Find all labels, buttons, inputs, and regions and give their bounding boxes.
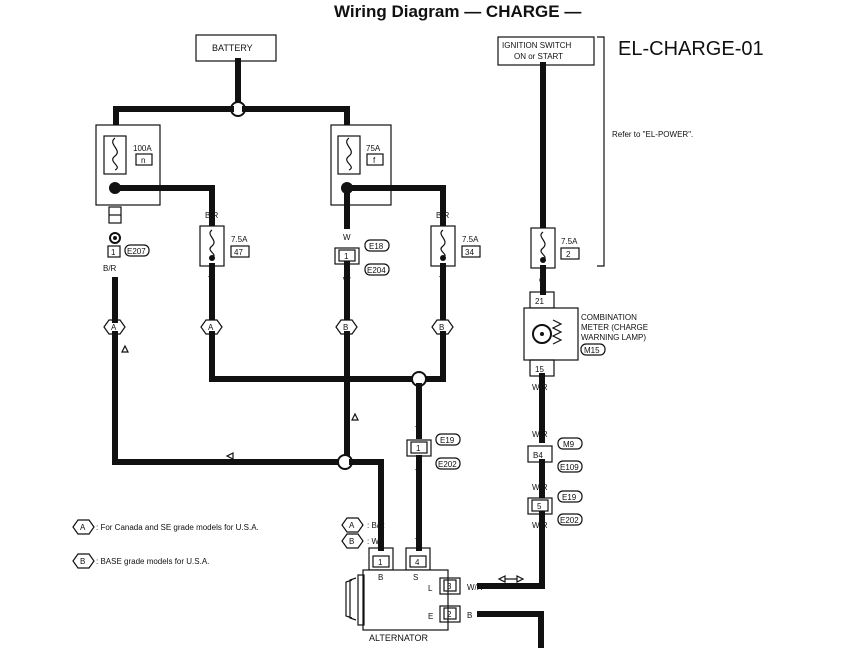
pin-e19-wr: 5 — [537, 502, 542, 511]
alt-term-l: L — [428, 584, 433, 593]
svg-text:A: A — [208, 323, 214, 332]
wire-wr-3: W/R — [532, 483, 548, 492]
svg-text:B: B — [349, 537, 354, 546]
svg-text:A: A — [349, 521, 355, 530]
svg-text:A: A — [111, 323, 117, 332]
meter-line2: METER (CHARGE — [581, 323, 648, 332]
fuse-34-amp: 7.5A — [462, 235, 479, 244]
marker-b-1: B — [335, 319, 358, 335]
fuse-47-id: 47 — [234, 248, 243, 257]
pin-alt-s: 4 — [415, 558, 420, 567]
wire-br-3: B/R — [436, 211, 450, 220]
conn-e202-1: E202 — [438, 460, 457, 469]
fuse-2-amp: 7.5A — [561, 237, 578, 246]
ignition-line1: IGNITION SWITCH — [502, 41, 572, 50]
wire-br-1: B/R — [103, 264, 117, 273]
conn-e202-2: E202 — [560, 516, 579, 525]
svg-text:A: A — [80, 523, 86, 532]
legend-wire-b: B : W — [341, 533, 379, 549]
conn-m9: M9 — [563, 440, 575, 449]
wire-br-2: B/R — [205, 211, 219, 220]
refer-power: Refer to "EL-POWER". — [612, 130, 693, 139]
svg-text:: BASE grade models for U.S.A.: : BASE grade models for U.S.A. — [96, 557, 209, 566]
wire-b-alt: B — [467, 611, 472, 620]
pin-b4: B4 — [533, 451, 543, 460]
conn-e109: E109 — [560, 463, 579, 472]
alt-term-b: B — [378, 573, 383, 582]
fuse-34-id: 34 — [465, 248, 474, 257]
marker-a-2: A — [200, 319, 223, 335]
pin-alt-l: 3 — [447, 582, 452, 591]
fuse-75a-id: f — [373, 156, 376, 165]
conn-e19-1: E19 — [440, 436, 455, 445]
marker-b-2: B — [431, 319, 454, 335]
ignition-line2: ON or START — [514, 52, 563, 61]
alternator-label: ALTERNATOR — [369, 633, 429, 643]
conn-e204: E204 — [367, 266, 386, 275]
svg-text:B: B — [343, 323, 348, 332]
svg-text:: W: : W — [367, 537, 379, 546]
conn-e18: E18 — [369, 242, 384, 251]
legend-a: A : For Canada and SE grade models for U… — [72, 519, 259, 535]
alt-term-s: S — [413, 573, 418, 582]
meter-line1: COMBINATION — [581, 313, 637, 322]
wire-y-3: Y — [415, 425, 421, 434]
alt-term-e: E — [428, 612, 433, 621]
wire-wr-alt: W/R — [467, 583, 483, 592]
pin-m21: 21 — [535, 297, 544, 306]
svg-text:B: B — [80, 557, 85, 566]
fuse-2-id: 2 — [566, 250, 571, 259]
legend-b: B : BASE grade models for U.S.A. — [72, 553, 209, 569]
conn-e19-2: E19 — [562, 493, 577, 502]
fuse-47-amp: 7.5A — [231, 235, 248, 244]
conn-e207: E207 — [127, 247, 146, 256]
legend-y: Y — [415, 537, 421, 546]
pin-e18: 1 — [344, 252, 349, 261]
fuse-75a-amp: 75A — [366, 144, 381, 153]
svg-text:: For Canada and SE grade mode: : For Canada and SE grade models for U.S… — [96, 523, 259, 532]
pin-e207: 1 — [111, 248, 116, 257]
legend-wire-a: A : B/R — [341, 517, 385, 533]
conn-m15: M15 — [584, 346, 600, 355]
pin-alt-b: 1 — [378, 558, 383, 567]
wire-wr-2: W/R — [532, 430, 548, 439]
pin-e19-y: 1 — [416, 444, 421, 453]
fuse-100a-id: n — [141, 156, 145, 165]
fuse-100a-amp: 100A — [133, 144, 152, 153]
pin-m15: 15 — [535, 365, 544, 374]
meter-line3: WARNING LAMP) — [581, 333, 646, 342]
marker-a-1: A — [103, 319, 126, 335]
diagram-code: EL-CHARGE-01 — [618, 38, 764, 60]
alternator-body — [362, 569, 449, 631]
pin-alt-e: 2 — [447, 610, 452, 619]
svg-text:: B/R: : B/R — [367, 521, 385, 530]
svg-text:B: B — [439, 323, 444, 332]
battery-label: BATTERY — [212, 43, 253, 53]
ignition-switch-box — [497, 36, 595, 66]
diagram-title: Wiring Diagram — CHARGE — — [334, 2, 581, 21]
battery-box — [195, 34, 277, 62]
wire-w-1: W — [343, 233, 351, 242]
